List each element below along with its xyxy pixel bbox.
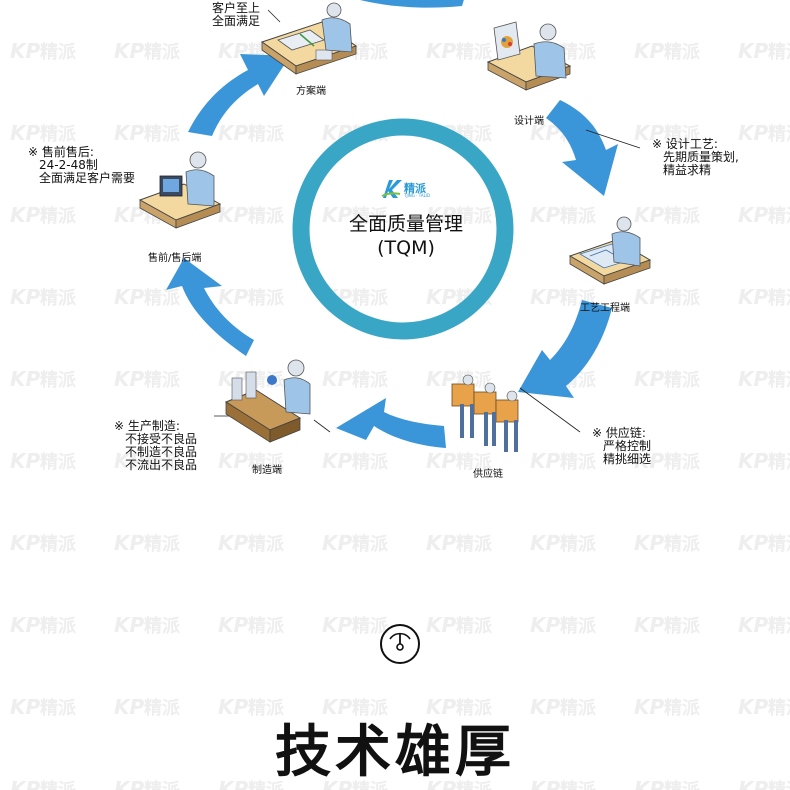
note-zhizao: ※ 生产制造: 不接受不良品 不制造不良品 不流出不良品 — [114, 420, 197, 472]
station-zhizao-caption: 制造端 — [252, 465, 282, 476]
note-shouqian-line: 24-2-48制 — [39, 158, 98, 172]
cycle-arrow-6 — [188, 54, 290, 136]
note-shouqian: ※ 售前售后: 24-2-48制 全面满足客户需要 — [28, 146, 135, 185]
station-gongyi-caption: 工艺工程端 — [580, 303, 630, 314]
note-gongyi-heading: ※ 设计工艺: — [652, 137, 718, 151]
cycle-arrow-4 — [336, 398, 446, 448]
note-shouqian-heading: ※ 售前售后: — [28, 145, 94, 159]
note-fangan-line: 全面满足 — [212, 14, 261, 28]
note-shouqian-line: 全面满足客户需要 — [39, 171, 136, 185]
note-gongying-heading: ※ 供应链: — [592, 426, 646, 440]
note-gongyi-line: 先期质量策划, — [663, 150, 739, 164]
gauge-icon — [380, 624, 420, 664]
station-shouqian-illustration — [138, 151, 222, 229]
station-gongying-caption: 供应链 — [473, 469, 503, 480]
cycle-arrow-2 — [546, 100, 618, 196]
note-gongying: ※ 供应链: 严格控制 精挑细选 — [592, 427, 651, 466]
center-logo: 精派 TJING · TALID — [380, 178, 438, 202]
center-title-line1: 全面质量管理 — [348, 213, 463, 235]
tqm-ring — [292, 118, 514, 340]
station-sheji-illustration — [486, 21, 572, 91]
station-gongyi-illustration — [568, 216, 652, 285]
station-shouqian-caption: 售前/售后端 — [148, 253, 202, 264]
station-fangan-illustration — [260, 2, 358, 75]
note-zhizao-heading: ※ 生产制造: — [114, 419, 180, 433]
note-gongying-line: 精挑细选 — [603, 452, 652, 466]
cycle-arrow-5 — [166, 258, 254, 356]
note-gongyi: ※ 设计工艺: 先期质量策划, 精益求精 — [652, 138, 739, 177]
note-gongyi-line: 精益求精 — [663, 163, 712, 177]
note-zhizao-line: 不接受不良品 — [125, 432, 198, 446]
section-title: 技术雄厚 — [275, 720, 515, 785]
station-gongying-illustration — [451, 374, 519, 452]
center-logo-text: 精派 — [404, 182, 426, 195]
cycle-arrows — [166, 0, 618, 448]
station-zhizao-illustration — [224, 359, 311, 443]
station-fangan-caption: 方案端 — [296, 86, 326, 97]
note-fangan-line: 客户至上 — [212, 1, 261, 15]
center-logo-sub: TJING · TALID — [404, 193, 431, 198]
station-sheji-caption: 设计端 — [514, 116, 544, 127]
note-zhizao-line: 不制造不良品 — [125, 445, 198, 459]
cycle-arrow-3 — [518, 300, 612, 398]
note-fangan: 客户至上 全面满足 — [212, 2, 260, 28]
center-title: 全面质量管理 (TQM) — [308, 212, 504, 260]
note-gongying-line: 严格控制 — [603, 439, 652, 453]
cycle-arrow-1 — [360, 0, 464, 8]
note-zhizao-line: 不流出不良品 — [125, 458, 198, 472]
kp-logo-icon — [381, 180, 402, 198]
center-title-line2: (TQM) — [377, 237, 435, 259]
